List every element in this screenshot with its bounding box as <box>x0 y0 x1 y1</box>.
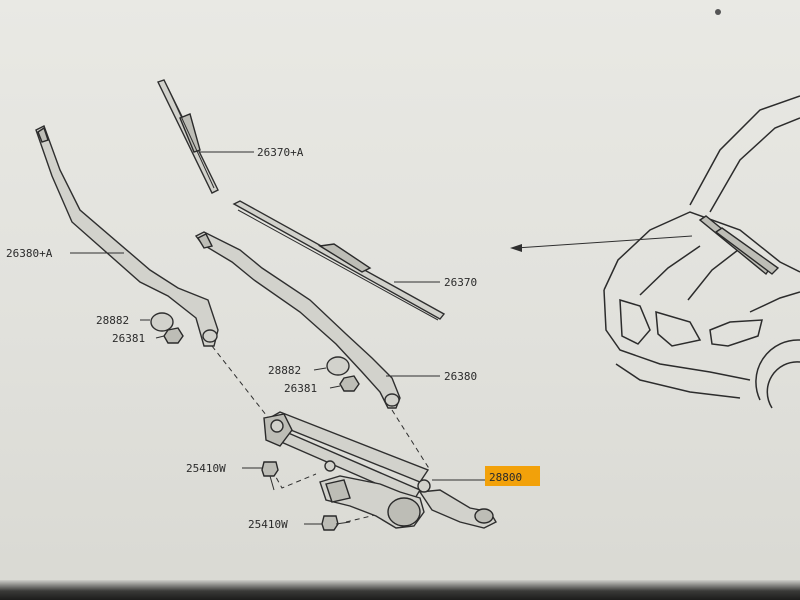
wiper-blade-26370A <box>157 79 254 194</box>
callout-28882-lower: 28882 <box>268 364 301 377</box>
pivot-cap-28882-lower <box>313 356 350 376</box>
callout-28800: 28800 <box>489 471 522 484</box>
vehicle-locator-sketch <box>510 95 800 409</box>
callout-26370A: 26370+A <box>257 146 304 159</box>
pivot-nut-26381-upper <box>155 327 184 344</box>
callout-25410W-upper: 25410W <box>186 462 226 475</box>
callout-26381-upper: 26381 <box>112 332 145 345</box>
bolt-25410W-lower <box>304 515 351 531</box>
pivot-cap-28882-upper <box>140 312 174 332</box>
assembly-guide-lines <box>211 345 431 523</box>
bolt-25410W-upper <box>242 461 279 491</box>
wiper-linkage-motor-28800 <box>263 411 497 529</box>
callout-26380A: 26380+A <box>6 247 53 260</box>
wiper-blade-26370 <box>232 200 446 321</box>
callout-26370: 26370 <box>444 276 477 289</box>
callout-26381-lower: 26381 <box>284 382 317 395</box>
wiper-arm-26380 <box>194 231 440 409</box>
callout-26380: 26380 <box>444 370 477 383</box>
callout-28882-upper: 28882 <box>96 314 129 327</box>
wiper-arm-26380A <box>35 125 219 347</box>
callout-25410W-lower: 25410W <box>248 518 288 531</box>
pivot-nut-26381-lower <box>329 375 360 392</box>
scan-speck <box>715 9 721 15</box>
highlight-28800 <box>485 466 540 486</box>
monitor-bezel <box>0 580 800 600</box>
